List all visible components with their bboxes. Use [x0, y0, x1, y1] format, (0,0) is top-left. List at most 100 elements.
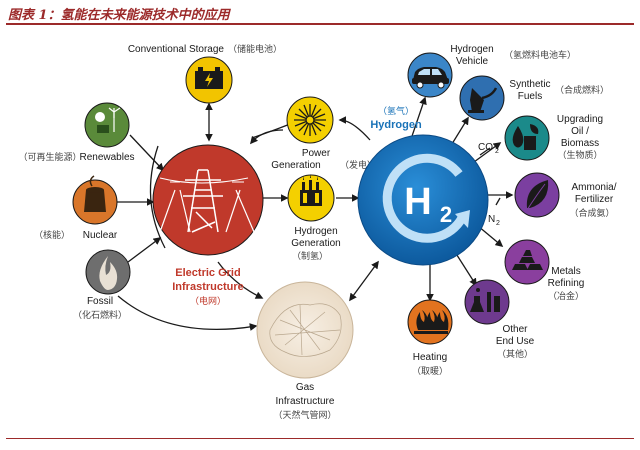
gas-label-2: Infrastructure — [276, 396, 335, 407]
node-conventional-storage: Conventional Storage （储能电池） — [128, 43, 282, 104]
hydrogen-swoosh-tip — [455, 210, 470, 228]
bottom-rule — [6, 438, 634, 439]
fossil-circle — [85, 249, 131, 295]
metals-label-2: Refining — [548, 278, 585, 289]
node-hydrogen-generation: Hydrogen Generation （制氢） — [287, 174, 341, 261]
node-electric-grid: Electric Grid Infrastructure （电网） — [152, 144, 264, 306]
oil-label-1: Upgrading — [557, 114, 603, 125]
node-ammonia: Ammonia/ Fertilizer （合成氨） — [514, 172, 617, 218]
other-label-1: Other — [502, 324, 528, 335]
gold-bars-icon — [512, 250, 543, 270]
chem-labels: CO 2 N 2 — [478, 142, 500, 227]
gas-map-icon — [269, 303, 342, 357]
grid-label-2: Infrastructure — [172, 281, 244, 293]
node-fossil: Fossil （化石燃料） — [73, 249, 131, 320]
nuclear-label: Nuclear — [83, 230, 118, 241]
co2-feed-line — [479, 147, 491, 156]
renewables-cn: （可再生能源） — [18, 151, 81, 162]
arrow-power-grid — [249, 129, 284, 145]
hydrogen-cn: （氢气） — [378, 105, 414, 116]
grid-circle — [152, 144, 264, 256]
lab-flask-icon — [470, 288, 500, 312]
oil-label-3: Biomass — [561, 138, 599, 149]
co2-label: CO — [478, 142, 493, 153]
hydrogen-symbol: H — [404, 181, 431, 223]
node-synthetic-fuels: Synthetic Fuels （合成燃料） — [459, 75, 609, 121]
title-rule — [6, 23, 634, 25]
arrow-hydrogen-power — [338, 116, 371, 141]
fossil-label: Fossil — [87, 296, 113, 307]
metals-label-1: Metals — [551, 266, 580, 277]
fuels-label-1: Synthetic — [509, 79, 550, 90]
heating-label: Heating — [413, 352, 447, 363]
fuels-label-2: Fuels — [518, 91, 542, 102]
turbine-icon — [294, 104, 326, 136]
h2gen-cn: （制氢） — [292, 250, 328, 261]
ammonia-label-2: Fertilizer — [575, 194, 614, 205]
metals-cn: （冶金） — [548, 290, 584, 301]
node-metals: Metals Refining （冶金） — [504, 239, 585, 301]
gas-cn: （天然气管网） — [273, 409, 336, 420]
node-renewables: Renewables （可再生能源） — [18, 102, 135, 163]
power-label-2: Generation — [271, 160, 320, 171]
renewables-label: Renewables — [79, 152, 134, 163]
vehicle-label-1: Hydrogen — [450, 44, 493, 55]
n2-label: N — [488, 214, 495, 225]
node-heating: Heating （取暖） — [407, 299, 453, 376]
arrow-fossil-gas — [117, 295, 258, 331]
arrow-renewables-grid — [129, 134, 165, 172]
storage-label: Conventional Storage — [128, 44, 225, 55]
oil-drop-icon — [512, 124, 539, 150]
h2gen-label-2: Generation — [291, 238, 340, 249]
node-nuclear: Nuclear （核能） — [34, 175, 118, 241]
flame-icon — [99, 256, 118, 290]
hydrogen-swoosh — [382, 153, 466, 243]
hydrogen-plant-icon — [300, 174, 322, 206]
nuclear-cn: （核能） — [34, 229, 70, 240]
grid-arc-left — [149, 145, 166, 249]
figure-title: 图表 1：氢能在未来能源技术中的应用 — [8, 8, 230, 23]
node-other: Other End Use （其他） — [464, 279, 535, 359]
node-upgrading-oil: Upgrading Oil / Biomass （生物质） — [504, 114, 603, 161]
fuel-pump-icon — [468, 87, 498, 113]
connectors — [117, 96, 514, 331]
co2-subscript: 2 — [495, 148, 499, 155]
n2-subscript: 2 — [496, 220, 500, 227]
hydrogen-label: Hydrogen — [370, 119, 422, 131]
node-power-generation: Power Generation （发电） — [271, 96, 376, 171]
other-label-2: End Use — [496, 336, 535, 347]
ammonia-label-1: Ammonia/ — [571, 182, 616, 193]
gas-label-1: Gas — [296, 382, 314, 393]
fuels-cn: （合成燃料） — [555, 84, 609, 95]
storage-cn: （储能电池） — [228, 43, 282, 54]
node-gas-infrastructure: Gas Infrastructure （天然气管网） — [256, 281, 354, 420]
battery-icon — [195, 67, 223, 89]
heating-flame-icon — [414, 310, 449, 334]
arrow-fossil-grid — [127, 237, 162, 263]
arrow-h2-vehicle — [409, 96, 427, 143]
oil-label-2: Oil / — [571, 126, 589, 137]
vehicle-label-2: Vehicle — [456, 56, 489, 67]
car-icon — [412, 67, 449, 89]
node-hydrogen-vehicle: Hydrogen Vehicle （氢燃料电池车） — [407, 44, 576, 98]
power-cn: （发电） — [340, 159, 376, 170]
grid-cn: （电网） — [190, 295, 226, 306]
hydrogen-subscript: 2 — [440, 202, 452, 227]
node-hydrogen: （氢气） Hydrogen H 2 — [357, 105, 489, 266]
arrow-h2-other — [454, 251, 477, 287]
heating-cn: （取暖） — [412, 365, 448, 376]
vehicle-cn: （氢燃料电池车） — [504, 49, 576, 60]
arrow-h2-metals — [477, 225, 504, 247]
oil-cn: （生物质） — [557, 149, 602, 160]
grid-label-1: Electric Grid — [175, 267, 240, 279]
leaf-icon — [526, 180, 549, 211]
nuclear-icon — [84, 175, 106, 212]
other-cn: （其他） — [497, 348, 533, 359]
renewables-icon — [95, 107, 121, 133]
ammonia-cn: （合成氨） — [569, 207, 614, 218]
fossil-cn: （化石燃料） — [73, 309, 127, 320]
power-tower-icon — [159, 169, 255, 233]
arrow-grid-gas — [217, 261, 264, 299]
